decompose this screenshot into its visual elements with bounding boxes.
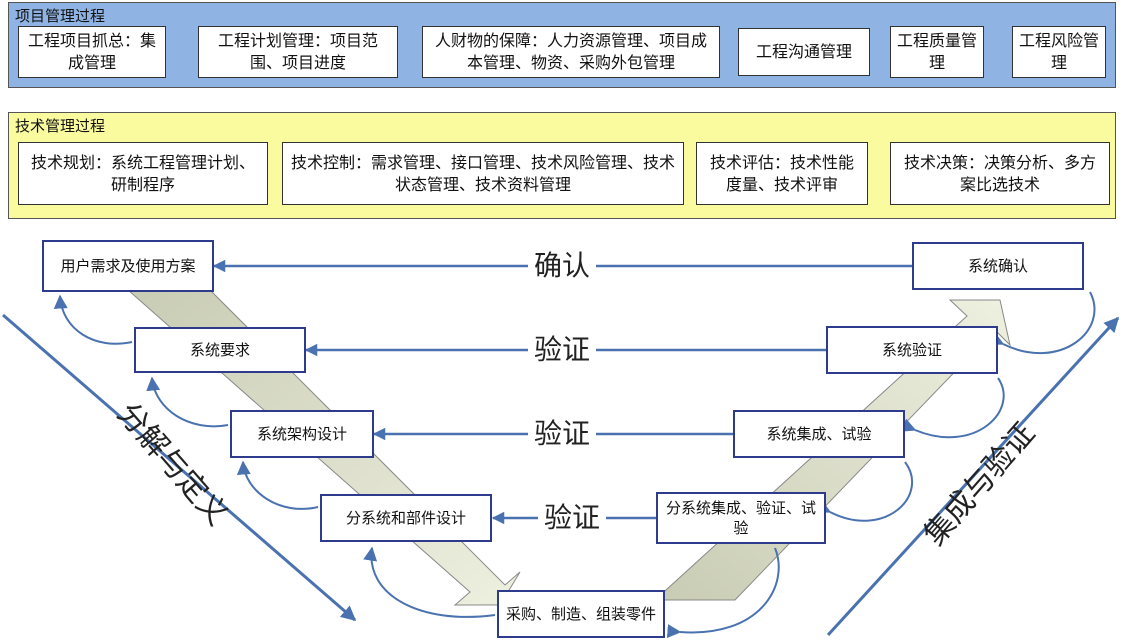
procurement-manufacturing-box: 采购、制造、组装零件 xyxy=(497,590,665,638)
user-needs-box: 用户需求及使用方案 xyxy=(42,240,214,292)
tech-item-assessment: 技术评估：技术性能度量、技术评审 xyxy=(696,142,868,205)
link-label-verification-2: 验证 xyxy=(528,417,597,451)
tech-item-decision: 技术决策：决策分析、多方案比选技术 xyxy=(890,142,1110,205)
architecture-design-box: 系统架构设计 xyxy=(230,410,374,458)
project-item-risk: 工程风险管理 xyxy=(1012,26,1106,78)
link-label-validation: 确认 xyxy=(528,249,597,283)
project-item-quality: 工程质量管理 xyxy=(890,26,984,78)
feedback-loop-right-1 xyxy=(666,547,780,639)
tech-panel-title: 技术管理过程 xyxy=(15,117,106,135)
tech-item-control: 技术控制：需求管理、接口管理、技术风险管理、技术状态管理、技术资料管理 xyxy=(282,142,684,205)
project-item-resources: 人财物的保障：人力资源管理、项目成本管理、物资、采购外包管理 xyxy=(422,26,720,78)
feedback-loop-right-3 xyxy=(900,377,1005,439)
feedback-loop-left-4 xyxy=(363,546,496,618)
system-integration-box: 系统集成、试验 xyxy=(733,410,905,458)
feedback-loop-left-1 xyxy=(53,294,133,345)
project-panel-title: 项目管理过程 xyxy=(15,7,106,25)
project-item-planning: 工程计划管理：项目范围、项目进度 xyxy=(198,26,398,78)
system-validation-box: 系统确认 xyxy=(912,242,1084,290)
link-label-verification-3: 验证 xyxy=(538,501,607,535)
system-requirements-box: 系统要求 xyxy=(134,327,306,373)
tech-item-planning: 技术规划：系统工程管理计划、研制程序 xyxy=(18,142,268,205)
feedback-loop-right-2 xyxy=(815,461,913,522)
right-axis-arrow xyxy=(826,316,1120,637)
system-verification-box: 系统验证 xyxy=(826,326,998,374)
project-item-integration: 工程项目抓总：集成管理 xyxy=(18,26,166,78)
feedback-loop-left-2 xyxy=(146,376,229,428)
subsystem-design-box: 分系统和部件设计 xyxy=(320,494,492,542)
feedback-loop-right-4 xyxy=(988,291,1096,355)
project-item-communication: 工程沟通管理 xyxy=(738,28,870,76)
link-label-verification-1: 验证 xyxy=(528,333,597,367)
feedback-loop-left-3 xyxy=(236,460,319,510)
left-axis-arrow xyxy=(2,313,357,622)
subsystem-integration-box: 分系统集成、验证、试验 xyxy=(656,492,826,544)
